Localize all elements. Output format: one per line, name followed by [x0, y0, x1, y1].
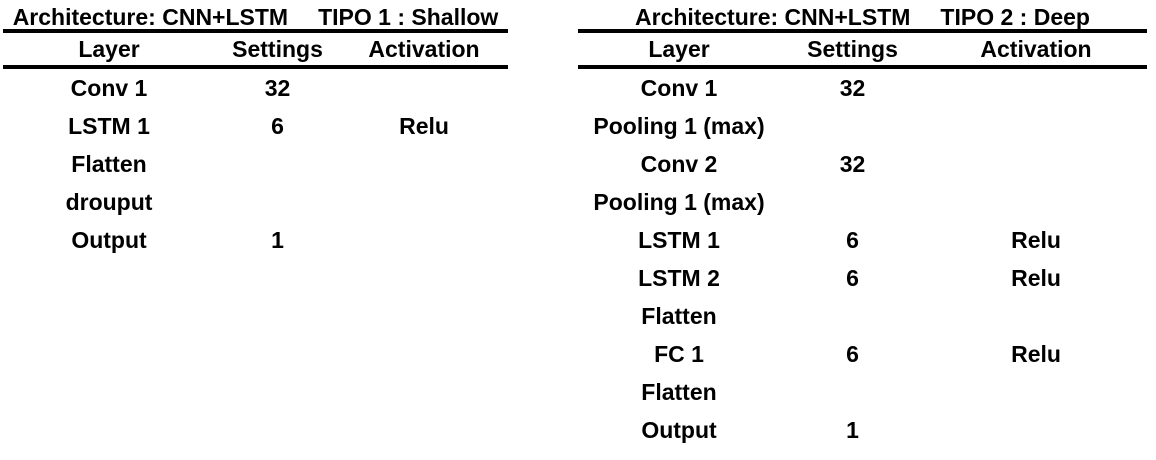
column-header-settings: Settings — [232, 35, 323, 62]
architecture-label: Architecture: CNN+LSTM — [635, 4, 911, 30]
tipo-label: TIPO 2 : Deep — [940, 4, 1090, 30]
table-row: Conv 1 32 — [578, 69, 1147, 107]
cell-settings: 6 — [846, 340, 859, 367]
table-row: Output 1 — [578, 411, 1147, 449]
cell-layer: Pooling 1 (max) — [593, 188, 765, 215]
column-headers: Layer Settings Activation — [3, 33, 508, 69]
cell-layer: Pooling 1 (max) — [593, 112, 765, 139]
cell-settings: 32 — [264, 74, 291, 101]
column-header-activation: Activation — [980, 35, 1092, 62]
cell-settings: 1 — [271, 226, 284, 253]
architecture-label: Architecture: CNN+LSTM — [12, 4, 289, 30]
cell-layer: Flatten — [71, 150, 147, 177]
table-row: Conv 2 32 — [578, 145, 1147, 183]
cell-activation: Relu — [1011, 340, 1061, 367]
column-header-layer: Layer — [78, 35, 140, 62]
table-row: LSTM 1 6 Relu — [578, 221, 1147, 259]
cell-settings: 32 — [839, 74, 866, 101]
table-row: FC 1 6 Relu — [578, 335, 1147, 373]
cell-layer: Output — [641, 416, 717, 443]
column-header-settings: Settings — [807, 35, 898, 62]
table-row: Output 1 — [3, 221, 508, 259]
table-row: LSTM 1 6 Relu — [3, 107, 508, 145]
cell-settings: 1 — [846, 416, 859, 443]
cell-layer: drouput — [65, 188, 153, 215]
cell-layer: LSTM 1 — [638, 226, 720, 253]
cell-settings: 32 — [839, 150, 866, 177]
cell-layer: Conv 1 — [70, 74, 148, 101]
cell-activation: Relu — [399, 112, 449, 139]
cell-layer: Flatten — [641, 302, 717, 329]
table-row: Flatten — [3, 145, 508, 183]
cell-layer: Conv 1 — [640, 74, 718, 101]
column-headers: Layer Settings Activation — [578, 33, 1147, 69]
cell-activation: Relu — [1011, 264, 1061, 291]
cell-layer: Flatten — [641, 378, 717, 405]
cell-layer: Output — [71, 226, 147, 253]
table-title: Architecture: CNN+LSTM TIPO 2 : Deep — [578, 4, 1147, 33]
architecture-table-tipo2-deep: Architecture: CNN+LSTM TIPO 2 : Deep Lay… — [578, 4, 1147, 449]
cell-activation: Relu — [1011, 226, 1061, 253]
table-row: LSTM 2 6 Relu — [578, 259, 1147, 297]
table-row: Conv 1 32 — [3, 69, 508, 107]
cell-settings: 6 — [846, 264, 859, 291]
cell-settings: 6 — [271, 112, 284, 139]
cell-settings: 6 — [846, 226, 859, 253]
cell-layer: LSTM 1 — [68, 112, 150, 139]
table-title: Architecture: CNN+LSTM TIPO 1 : Shallow — [3, 4, 508, 33]
column-header-layer: Layer — [648, 35, 710, 62]
architecture-table-tipo1-shallow: Architecture: CNN+LSTM TIPO 1 : Shallow … — [3, 4, 508, 259]
column-header-activation: Activation — [368, 35, 480, 62]
table-row: drouput — [3, 183, 508, 221]
cell-layer: LSTM 2 — [638, 264, 720, 291]
tipo-label: TIPO 1 : Shallow — [318, 4, 499, 30]
table-row: Pooling 1 (max) — [578, 107, 1147, 145]
cell-layer: Conv 2 — [640, 150, 718, 177]
table-row: Flatten — [578, 297, 1147, 335]
table-row: Pooling 1 (max) — [578, 183, 1147, 221]
cell-layer: FC 1 — [654, 340, 704, 367]
table-row: Flatten — [578, 373, 1147, 411]
